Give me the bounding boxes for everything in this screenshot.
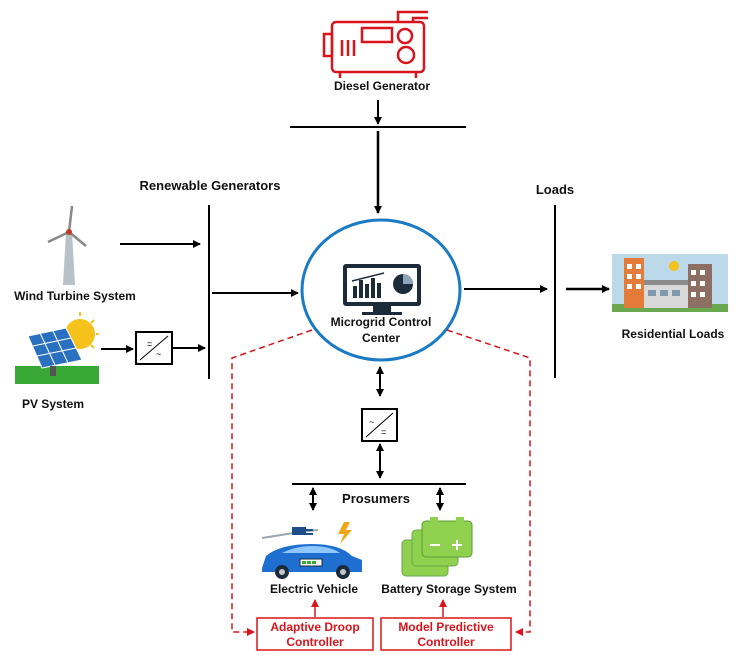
mpc-label-line1: Model Predictive xyxy=(398,620,494,634)
electric-vehicle-label: Electric Vehicle xyxy=(270,582,358,596)
ac-dc-converter-icon: ~ = xyxy=(361,408,398,442)
control-center-label-line2: Center xyxy=(362,331,400,345)
svg-text:~: ~ xyxy=(369,417,374,427)
mpc-box xyxy=(380,617,512,651)
diesel-generator-icon xyxy=(322,10,428,78)
residential-loads-label: Residential Loads xyxy=(622,327,725,341)
adaptive-droop-label-line1: Adaptive Droop xyxy=(270,620,359,634)
battery-storage-icon xyxy=(401,517,473,577)
adaptive-droop-box xyxy=(256,617,374,651)
adaptive-droop-label-line2: Controller xyxy=(286,635,344,649)
control-signal-lines xyxy=(231,329,531,636)
mpc-label-line2: Controller xyxy=(417,635,475,649)
svg-text:=: = xyxy=(381,427,386,437)
prosumers-label: Prosumers xyxy=(342,491,410,506)
battery-storage-label: Battery Storage System xyxy=(381,582,516,596)
monitor-icon xyxy=(343,264,421,315)
pv-system-label: PV System xyxy=(22,397,84,411)
diesel-generator-label: Diesel Generator xyxy=(334,79,430,93)
renewable-generators-label: Renewable Generators xyxy=(140,178,281,193)
wind-turbine-icon xyxy=(47,205,87,285)
wind-turbine-label: Wind Turbine System xyxy=(14,289,136,303)
svg-text:~: ~ xyxy=(156,349,161,359)
pv-panel-icon xyxy=(15,312,99,384)
dc-dc-converter-icon: = ~ xyxy=(135,331,173,365)
loads-label: Loads xyxy=(536,182,574,197)
svg-text:=: = xyxy=(147,339,152,349)
residential-loads-icon xyxy=(612,254,728,312)
control-center-label-line1: Microgrid Control xyxy=(331,315,432,329)
electric-vehicle-icon xyxy=(261,522,362,579)
